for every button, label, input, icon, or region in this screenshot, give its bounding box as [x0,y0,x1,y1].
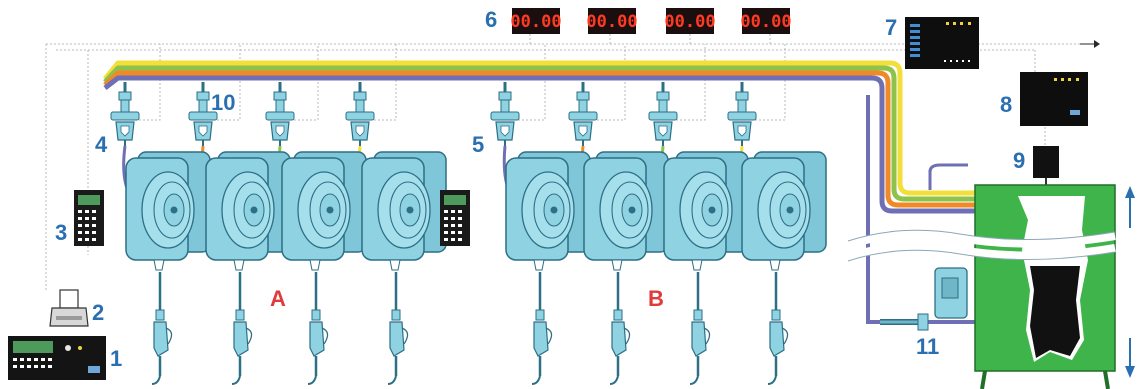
callout-1: 1 [110,346,122,371]
dispense-gun-b3[interactable] [688,270,711,386]
hose-reel-b1[interactable] [505,151,591,271]
dispense-gun-b2[interactable] [608,270,631,386]
led-display-1: 00.00 [510,8,562,34]
dispense-gun-b1[interactable] [530,270,553,386]
meter-5[interactable] [489,80,521,148]
zone-label-b: B [648,286,664,311]
tank-monitor-7[interactable] [905,17,979,69]
callout-6: 6 [485,7,497,32]
arrow-down-icon [1125,338,1135,378]
svg-text:00.00: 00.00 [664,12,715,32]
printer[interactable] [49,289,89,327]
meter-1[interactable] [109,80,141,148]
callout-11: 11 [916,334,939,359]
meter-6[interactable] [567,80,599,148]
dispense-gun-a2[interactable] [230,270,253,386]
dispense-gun-a3[interactable] [306,270,329,386]
meter-3[interactable] [264,80,296,148]
tank-monitor-8[interactable] [1020,72,1088,126]
dispense-gun-a1[interactable] [150,270,173,386]
callout-4: 4 [95,132,108,157]
callout-7: 7 [885,15,897,40]
signal-arrow-head [1094,40,1100,48]
callout-3: 3 [55,220,67,245]
led-display-3: 00.00 [664,8,716,34]
callout-2: 2 [92,300,104,325]
meter-7[interactable] [647,80,679,148]
zone-label-a: A [270,286,286,311]
callout-10: 10 [211,90,235,115]
pump [880,267,968,331]
break-lines [846,230,1116,261]
svg-text:00.00: 00.00 [586,12,637,32]
hose-reel-b2[interactable] [583,151,669,271]
callout-9: 9 [1013,148,1025,173]
meter-4[interactable] [344,80,376,148]
dispense-gun-a4[interactable] [386,270,409,386]
hose-reel-a4[interactable] [361,151,447,271]
svg-text:00.00: 00.00 [510,12,561,32]
meter-8[interactable] [726,80,758,148]
return-line [866,95,980,324]
callout-8: 8 [1000,92,1012,117]
hose-reel-a1[interactable] [125,151,211,271]
arrow-up-icon [1125,186,1135,228]
main-pipes [103,60,1115,214]
callout-5: 5 [472,132,484,157]
keypad-terminal-b[interactable] [440,190,470,246]
hose-reel-b3[interactable] [663,151,749,271]
led-display-4: 00.00 [740,8,792,34]
hose-reel-a3[interactable] [281,151,367,271]
svg-text:00.00: 00.00 [740,12,791,32]
keypad-terminal-a[interactable] [74,190,104,246]
main-controller[interactable] [8,336,106,380]
led-display-2: 00.00 [586,8,638,34]
hose-reel-a2[interactable] [205,151,291,271]
storage-tank [974,184,1116,389]
hose-reel-b4[interactable] [741,151,827,271]
dispense-gun-b4[interactable] [766,270,789,386]
